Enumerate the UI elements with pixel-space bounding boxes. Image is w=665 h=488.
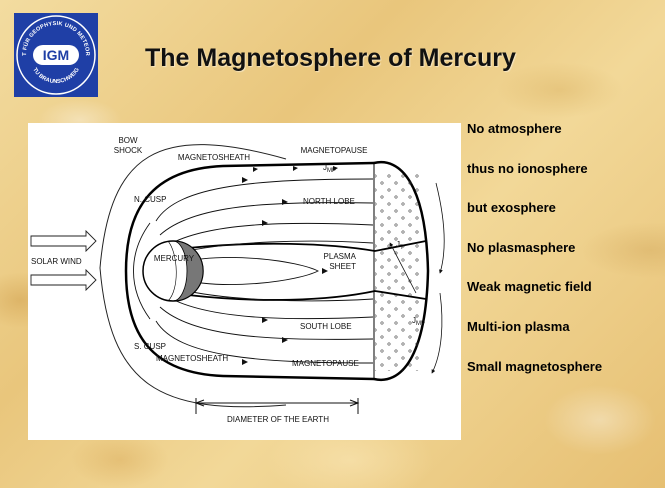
fact-item: thus no ionosphere bbox=[467, 162, 663, 175]
tail-dotted-region bbox=[375, 171, 419, 371]
fact-item: Small magnetosphere bbox=[467, 360, 663, 373]
igm-logo: INSTITUT FÜR GEOPHYSIK UND METEOROLOGIE … bbox=[14, 13, 98, 97]
label-plasma-sheet: PLASMA bbox=[324, 252, 357, 261]
fact-item: but exosphere bbox=[467, 201, 663, 214]
solar-wind-arrow bbox=[31, 231, 96, 251]
label-plasma-sheet: SHEET bbox=[329, 262, 356, 271]
label-north-lobe: NORTH LOBE bbox=[303, 197, 355, 206]
magnetosphere-diagram: BOW SHOCK MAGNETOSHEATH MAGNETOPAUSE JMP… bbox=[28, 123, 461, 440]
label-magnetopause-top: MAGNETOPAUSE bbox=[301, 146, 368, 155]
fact-item: Multi-ion plasma bbox=[467, 320, 663, 333]
fact-item: No plasmasphere bbox=[467, 241, 663, 254]
fact-item: Weak magnetic field bbox=[467, 280, 663, 293]
label-south-lobe: SOUTH LOBE bbox=[300, 322, 352, 331]
label-magnetosheath-top: MAGNETOSHEATH bbox=[178, 153, 250, 162]
label-bow-shock: BOW bbox=[118, 136, 138, 145]
current-arrow bbox=[436, 183, 444, 273]
label-solar-wind: SOLAR WIND bbox=[31, 257, 82, 266]
logo-abbrev: IGM bbox=[43, 47, 69, 63]
page-title: The Magnetosphere of Mercury bbox=[145, 44, 516, 73]
label-mercury: MERCURY bbox=[154, 254, 195, 263]
label-n-cusp: N. CUSP bbox=[134, 195, 166, 204]
field-line bbox=[160, 203, 373, 235]
solar-wind-arrow bbox=[31, 270, 96, 290]
label-magnetopause-bottom: MAGNETOPAUSE bbox=[292, 359, 359, 368]
fact-list: No atmosphere thus no ionosphere but exo… bbox=[467, 122, 663, 399]
label-s-cusp: S. CUSP bbox=[134, 342, 166, 351]
fact-item: No atmosphere bbox=[467, 122, 663, 135]
current-arrow bbox=[432, 293, 442, 373]
label-magnetosheath-bottom: MAGNETOSHEATH bbox=[156, 354, 228, 363]
label-bow-shock: SHOCK bbox=[114, 146, 143, 155]
label-earth-diameter: DIAMETER OF THE EARTH bbox=[227, 415, 329, 424]
